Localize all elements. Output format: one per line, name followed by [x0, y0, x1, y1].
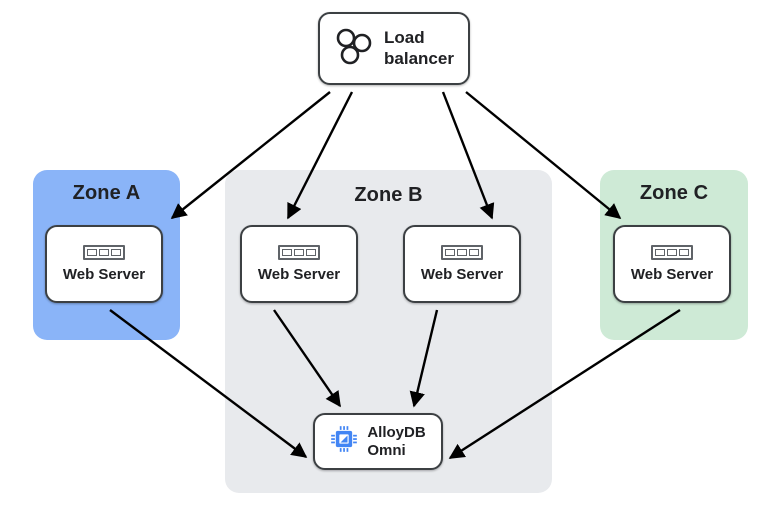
alloydb-omni-node[interactable]: AlloyDB Omni: [313, 413, 443, 470]
web-server-node-zone-a[interactable]: Web Server: [45, 225, 163, 303]
alloydb-omni-label-line2: Omni: [367, 441, 406, 459]
web-server-node-zone-b-1[interactable]: Web Server: [240, 225, 358, 303]
zone-a-label: Zone A: [72, 182, 141, 204]
web-server-label: Web Server: [257, 266, 341, 283]
web-server-label: Web Server: [62, 266, 146, 283]
web-server-icon: [83, 245, 125, 260]
web-server-label: Web Server: [420, 266, 504, 283]
cpu-chip-icon: [330, 425, 358, 458]
web-server-icon: [441, 245, 483, 260]
web-server-node-zone-c[interactable]: Web Server: [613, 225, 731, 303]
load-balancer-three-circles-icon: [334, 26, 374, 71]
zone-c-label: Zone C: [639, 182, 709, 204]
web-server-node-zone-b-2[interactable]: Web Server: [403, 225, 521, 303]
load-balancer-node[interactable]: Load balancer: [318, 12, 470, 85]
alloydb-omni-label-line1: AlloyDB: [367, 423, 426, 441]
load-balancer-label-line1: Load: [384, 28, 425, 48]
web-server-icon: [278, 245, 320, 260]
load-balancer-label: Load balancer: [384, 28, 454, 68]
web-server-icon: [651, 245, 693, 260]
zone-b-label: Zone B: [354, 184, 423, 206]
alloydb-omni-label: AlloyDB Omni: [367, 424, 425, 460]
web-server-label: Web Server: [630, 266, 714, 283]
load-balancer-label-line2: balancer: [384, 48, 454, 68]
